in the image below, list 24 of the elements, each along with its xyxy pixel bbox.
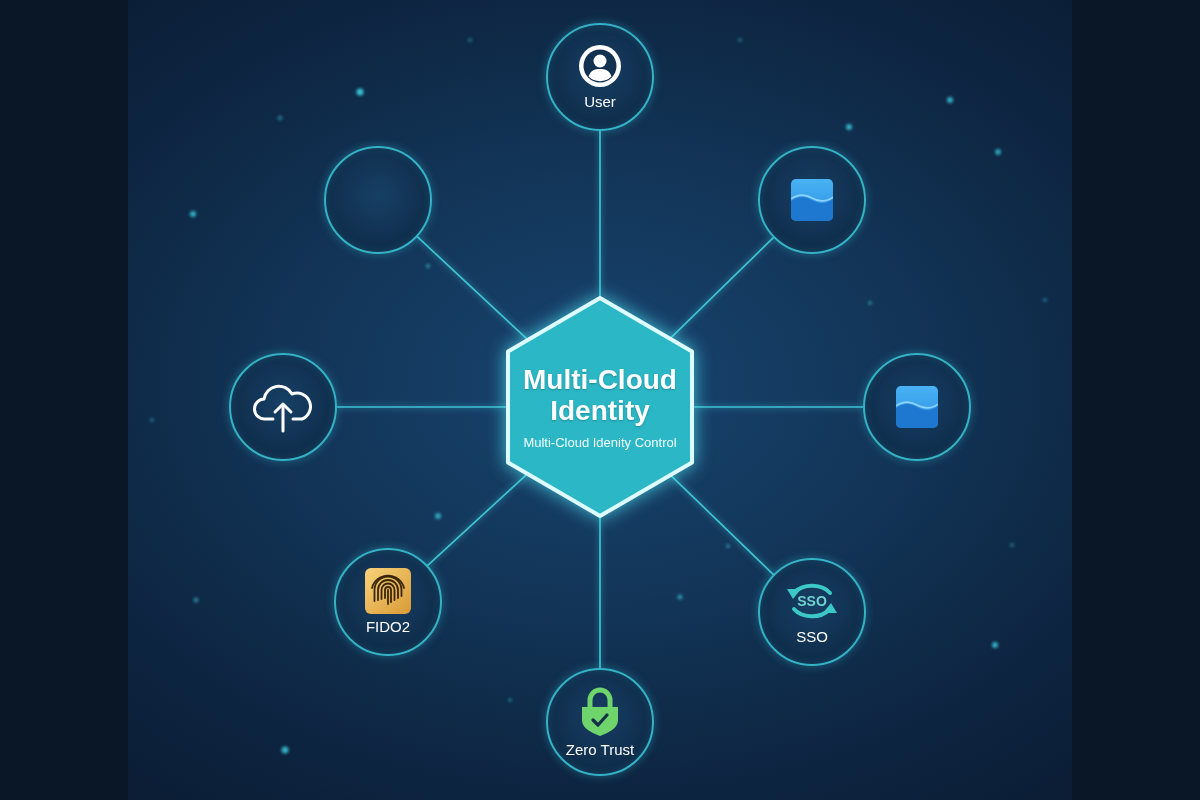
circle-node [546, 23, 654, 131]
connector-line [599, 517, 601, 669]
node-label: Zero Trust [565, 741, 635, 759]
circle-node [229, 353, 337, 461]
hub-title: Multi-Cloud Identity [522, 363, 678, 427]
circle-node [758, 558, 866, 666]
connector-line [336, 406, 507, 408]
connector-line [693, 406, 864, 408]
icon-text: SSO [797, 593, 827, 609]
connector-line [426, 473, 528, 567]
hub-subtitle: Multi-Cloud Idenity Control [523, 434, 677, 451]
circle-node [324, 146, 432, 254]
circle-node [334, 548, 442, 656]
connector-line [416, 236, 528, 340]
hexagon-node [506, 296, 694, 518]
connector-line [670, 475, 775, 576]
node-label: User [584, 93, 616, 111]
connector-line [670, 236, 775, 339]
connector-line [599, 130, 601, 297]
node-label: FIDO2 [365, 618, 411, 636]
circle-node [863, 353, 971, 461]
circle-node [546, 668, 654, 776]
circle-node [758, 146, 866, 254]
node-label: SSO [796, 628, 828, 646]
